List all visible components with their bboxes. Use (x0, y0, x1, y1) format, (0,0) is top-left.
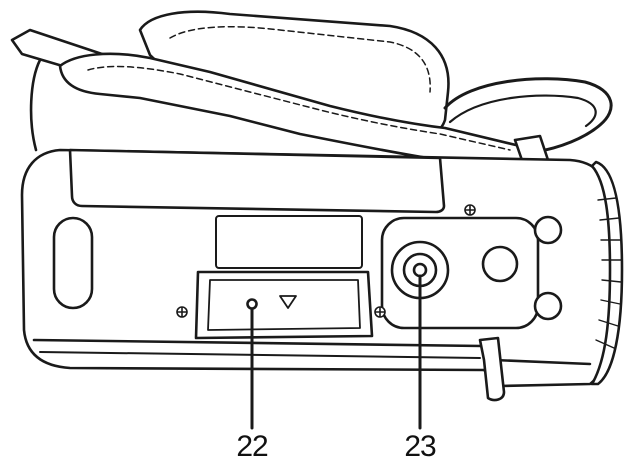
battery-cover-inner (207, 279, 361, 331)
screw-bottom-left (176, 306, 188, 318)
lens-ridges (595, 197, 622, 349)
battery-cover-release (246, 298, 258, 310)
callout-23: 23 (404, 430, 436, 462)
lens-edge (590, 160, 624, 386)
label-plate (215, 215, 363, 269)
hand-strap-stitch-front (87, 65, 511, 151)
battery-cover (194, 270, 374, 340)
body-base-shadow (39, 351, 481, 359)
lens-side-tab (478, 336, 506, 402)
tripod-socket-center (412, 262, 428, 278)
locator-hole (481, 245, 519, 283)
screw-top-right (464, 204, 476, 216)
strap-left-tail (29, 58, 42, 152)
top-raised-panel (68, 148, 446, 214)
open-arrow-icon (279, 295, 297, 309)
callout-22: 22 (236, 430, 268, 462)
hand-strap-stitch-back (169, 25, 431, 93)
bottom-foot-upper (533, 215, 563, 245)
speaker-slot (52, 216, 94, 310)
bottom-foot-lower (533, 291, 563, 321)
screw-bottom-right (374, 306, 386, 318)
wrist-loop-inner (448, 94, 597, 128)
